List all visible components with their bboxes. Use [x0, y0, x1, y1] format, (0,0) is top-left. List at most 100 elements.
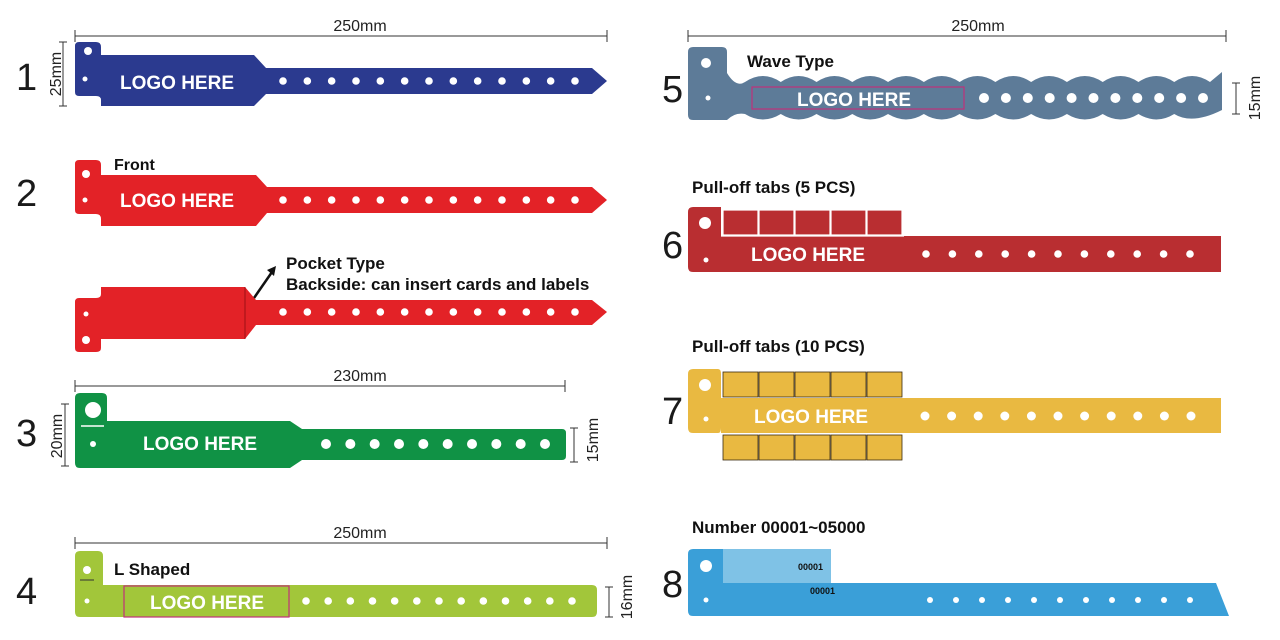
- band-2-pocket: Pocket Type Backside: can insert cards a…: [75, 254, 607, 352]
- adjust-hole: [321, 439, 331, 449]
- rivet-hole: [90, 441, 96, 447]
- rivet-hole: [83, 311, 89, 317]
- band-7: Pull-off tabs (10 PCS) 7 LOGO HERE: [662, 337, 1221, 461]
- band-number: 7: [662, 391, 683, 433]
- band-title: Pull-off tabs (5 PCS): [692, 178, 855, 197]
- adjust-hole: [953, 597, 959, 603]
- rivet-hole: [82, 76, 88, 82]
- adjust-hole: [327, 77, 336, 85]
- adjust-hole: [425, 196, 433, 204]
- adjust-hole: [400, 77, 409, 85]
- adjust-hole: [303, 196, 312, 204]
- tab: [794, 434, 831, 461]
- adjust-hole: [327, 196, 336, 204]
- adjust-hole: [522, 196, 531, 204]
- adjust-hole: [571, 308, 579, 316]
- front-label: Front: [114, 157, 156, 174]
- adjust-hole: [1107, 250, 1115, 258]
- strap-dimension: 15mm: [585, 418, 602, 462]
- adjust-hole: [546, 77, 555, 85]
- tab: [866, 209, 903, 236]
- adjust-hole: [1154, 93, 1165, 103]
- band-body: [75, 287, 607, 352]
- adjust-hole: [352, 308, 360, 316]
- arrow-head: [267, 266, 276, 276]
- adjust-hole: [1080, 411, 1090, 421]
- adjust-holes: [927, 597, 1193, 603]
- band-number: 5: [662, 69, 683, 111]
- adjust-hole: [352, 196, 360, 204]
- adjust-hole: [1083, 597, 1089, 603]
- adjust-hole: [1198, 93, 1208, 103]
- adjust-hole: [546, 196, 555, 204]
- number-tab: [723, 549, 831, 583]
- band-2-front: 2 Front LOGO HERE: [16, 157, 607, 226]
- tab: [866, 434, 903, 461]
- adjust-hole: [1000, 93, 1011, 103]
- band-3: 3 230mm 20mm 15mm LOGO HERE: [16, 368, 602, 468]
- adjust-hole: [546, 308, 555, 316]
- adjust-hole: [376, 308, 385, 316]
- adjust-holes: [279, 196, 579, 204]
- logo-placeholder: LOGO HERE: [120, 73, 234, 94]
- adjust-hole: [568, 597, 576, 605]
- adjust-hole: [479, 597, 488, 605]
- adjust-hole: [279, 77, 287, 85]
- adjust-hole: [498, 308, 506, 316]
- adjust-holes: [920, 411, 1196, 421]
- band-8: Number 00001~05000 8 00001 00001: [662, 518, 1229, 616]
- adjust-hole: [1001, 250, 1009, 258]
- band-body: [75, 42, 607, 106]
- rivet-hole: [703, 597, 709, 603]
- band-body: [75, 160, 607, 226]
- width-dimension: 15mm: [1247, 76, 1264, 120]
- l-shaped-label: L Shaped: [114, 560, 190, 579]
- pocket-title: Pocket Type: [286, 254, 385, 273]
- band-number: 6: [662, 225, 683, 267]
- adjust-holes: [922, 250, 1194, 258]
- tab: [830, 209, 867, 236]
- tab: [722, 209, 759, 236]
- adjust-hole: [324, 597, 332, 605]
- logo-placeholder: LOGO HERE: [754, 407, 868, 428]
- serial-number-band: 00001: [810, 586, 835, 596]
- logo-placeholder: LOGO HERE: [797, 90, 911, 111]
- adjust-hole: [303, 77, 312, 85]
- logo-frame: [123, 585, 290, 618]
- adjust-hole: [947, 411, 957, 421]
- adjust-hole: [418, 439, 429, 449]
- tab: [722, 434, 759, 461]
- adjust-hole: [920, 411, 930, 421]
- wave-type-label: Wave Type: [747, 52, 834, 71]
- rivet-hole: [84, 598, 90, 604]
- adjust-hole: [346, 597, 355, 605]
- adjust-hole: [922, 250, 930, 258]
- band-title: Number 00001~05000: [692, 518, 865, 537]
- adjust-hole: [1186, 250, 1194, 258]
- adjust-hole: [413, 597, 421, 605]
- adjust-hole: [948, 250, 957, 258]
- adjust-hole: [979, 93, 989, 103]
- adjust-holes: [302, 597, 576, 605]
- adjust-holes: [279, 77, 579, 85]
- adjust-hole: [1057, 597, 1063, 603]
- adjust-hole: [467, 439, 477, 449]
- adjust-hole: [1135, 597, 1141, 603]
- width-dimension: 16mm: [619, 575, 636, 619]
- rivet-hole: [703, 416, 709, 422]
- adjust-hole: [425, 77, 433, 85]
- band-body: [688, 47, 1222, 120]
- tab: [758, 434, 795, 461]
- adjust-hole: [571, 196, 579, 204]
- adjust-hole: [1110, 93, 1121, 103]
- pointer-arrow: [252, 271, 274, 299]
- logo-placeholder: LOGO HERE: [143, 434, 257, 455]
- adjust-hole: [279, 196, 287, 204]
- adjust-hole: [376, 196, 385, 204]
- tab: [758, 209, 795, 236]
- band-title: Pull-off tabs (10 PCS): [692, 337, 865, 356]
- adjust-hole: [1022, 93, 1033, 103]
- tab: [794, 209, 831, 236]
- adjust-hole: [473, 196, 482, 204]
- snap-hole: [701, 58, 711, 68]
